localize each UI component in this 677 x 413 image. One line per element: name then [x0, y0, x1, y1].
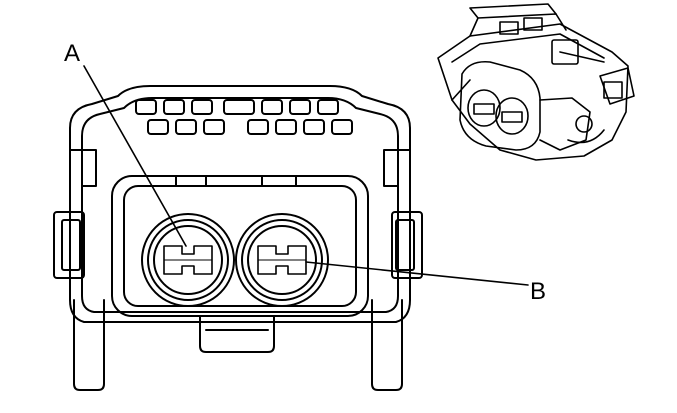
leader-line-a: [83, 65, 187, 247]
housing-inner-contour: [81, 97, 399, 313]
connector-isometric-view: [437, 3, 635, 161]
callout-label-b: B: [530, 278, 547, 305]
cavity-frame-inner: [123, 185, 357, 307]
right-side-rib-inner: [395, 219, 415, 271]
lock-slots-row-2: [147, 119, 353, 135]
lock-slots-row-1: [135, 99, 339, 115]
callout-label-a: A: [64, 40, 81, 67]
right-side-rib: [391, 211, 423, 279]
cavity-frame-outer: [111, 175, 369, 317]
terminal-cavity-a: [141, 213, 235, 307]
terminal-cavity-b: [235, 213, 329, 307]
leader-line-b: [305, 261, 529, 286]
connector-front-view: [53, 85, 423, 391]
cavity-top-tab-left: [175, 175, 207, 187]
right-foot: [371, 299, 403, 391]
cavity-top-tab-right: [261, 175, 297, 187]
left-foot: [73, 299, 105, 391]
right-shoulder: [383, 149, 411, 187]
bottom-latch: [199, 315, 275, 353]
left-shoulder: [69, 149, 97, 187]
outer-housing: [69, 85, 411, 323]
